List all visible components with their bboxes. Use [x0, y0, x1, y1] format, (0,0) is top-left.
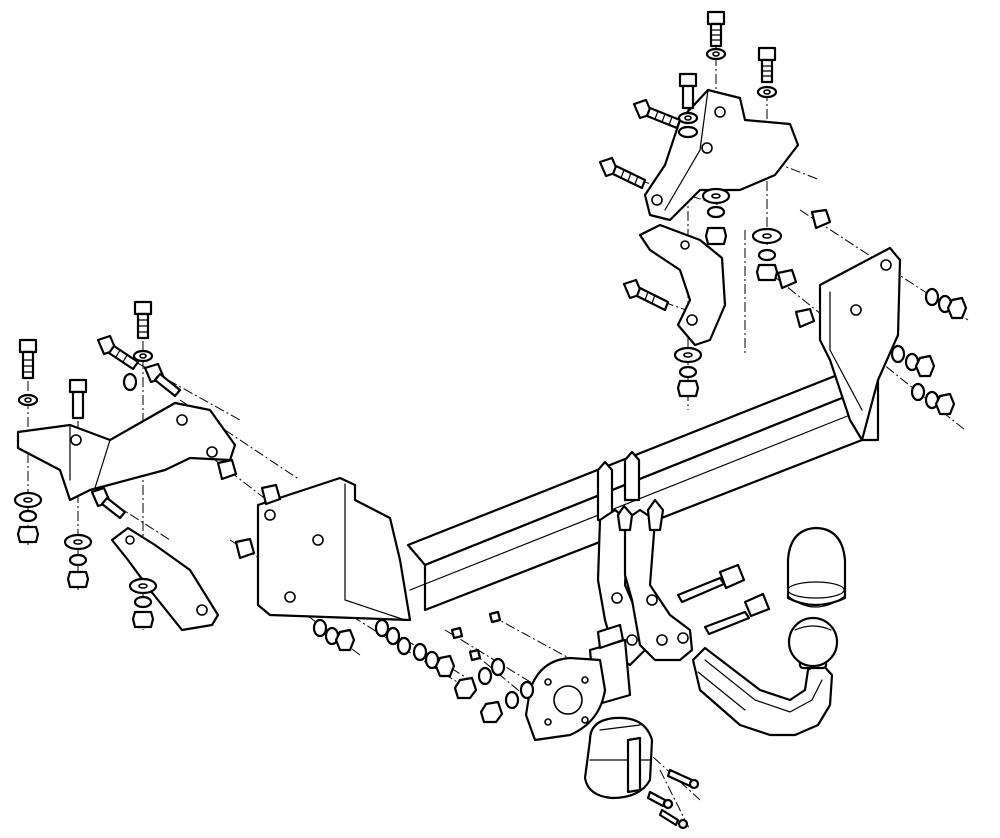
angled-bolts: [90, 98, 682, 520]
bolt-icon: [622, 278, 670, 312]
right-side-plate: [818, 246, 902, 442]
bolt-icon: [598, 156, 647, 190]
bolt-icon: [133, 300, 153, 340]
left-upper-bracket: [16, 401, 237, 502]
electrical-socket: [583, 716, 654, 800]
strap-bolts: [676, 563, 771, 636]
bolt-icon: [18, 338, 38, 380]
socket-plate: [524, 623, 632, 742]
left-side-plate: [256, 476, 412, 622]
tow-ball: [787, 616, 839, 668]
tow-bar-mount-strap: [596, 498, 694, 667]
bolt-icon: [632, 98, 682, 130]
bolt-icon: [90, 486, 127, 520]
washers-and-nuts: [13, 47, 968, 724]
tow-ball-cap: [786, 526, 847, 608]
bolt-icon: [678, 72, 698, 110]
left-lower-bracket: [110, 526, 220, 632]
socket-screws: [646, 768, 700, 830]
bolt-icon: [706, 10, 726, 48]
bolt-icon: [96, 334, 140, 371]
right-lower-bracket: [638, 223, 727, 347]
bolt-icon: [757, 46, 777, 84]
vertical-bolts: [18, 10, 777, 420]
bolt-icon: [68, 378, 88, 420]
bolt-icon: [143, 362, 182, 398]
